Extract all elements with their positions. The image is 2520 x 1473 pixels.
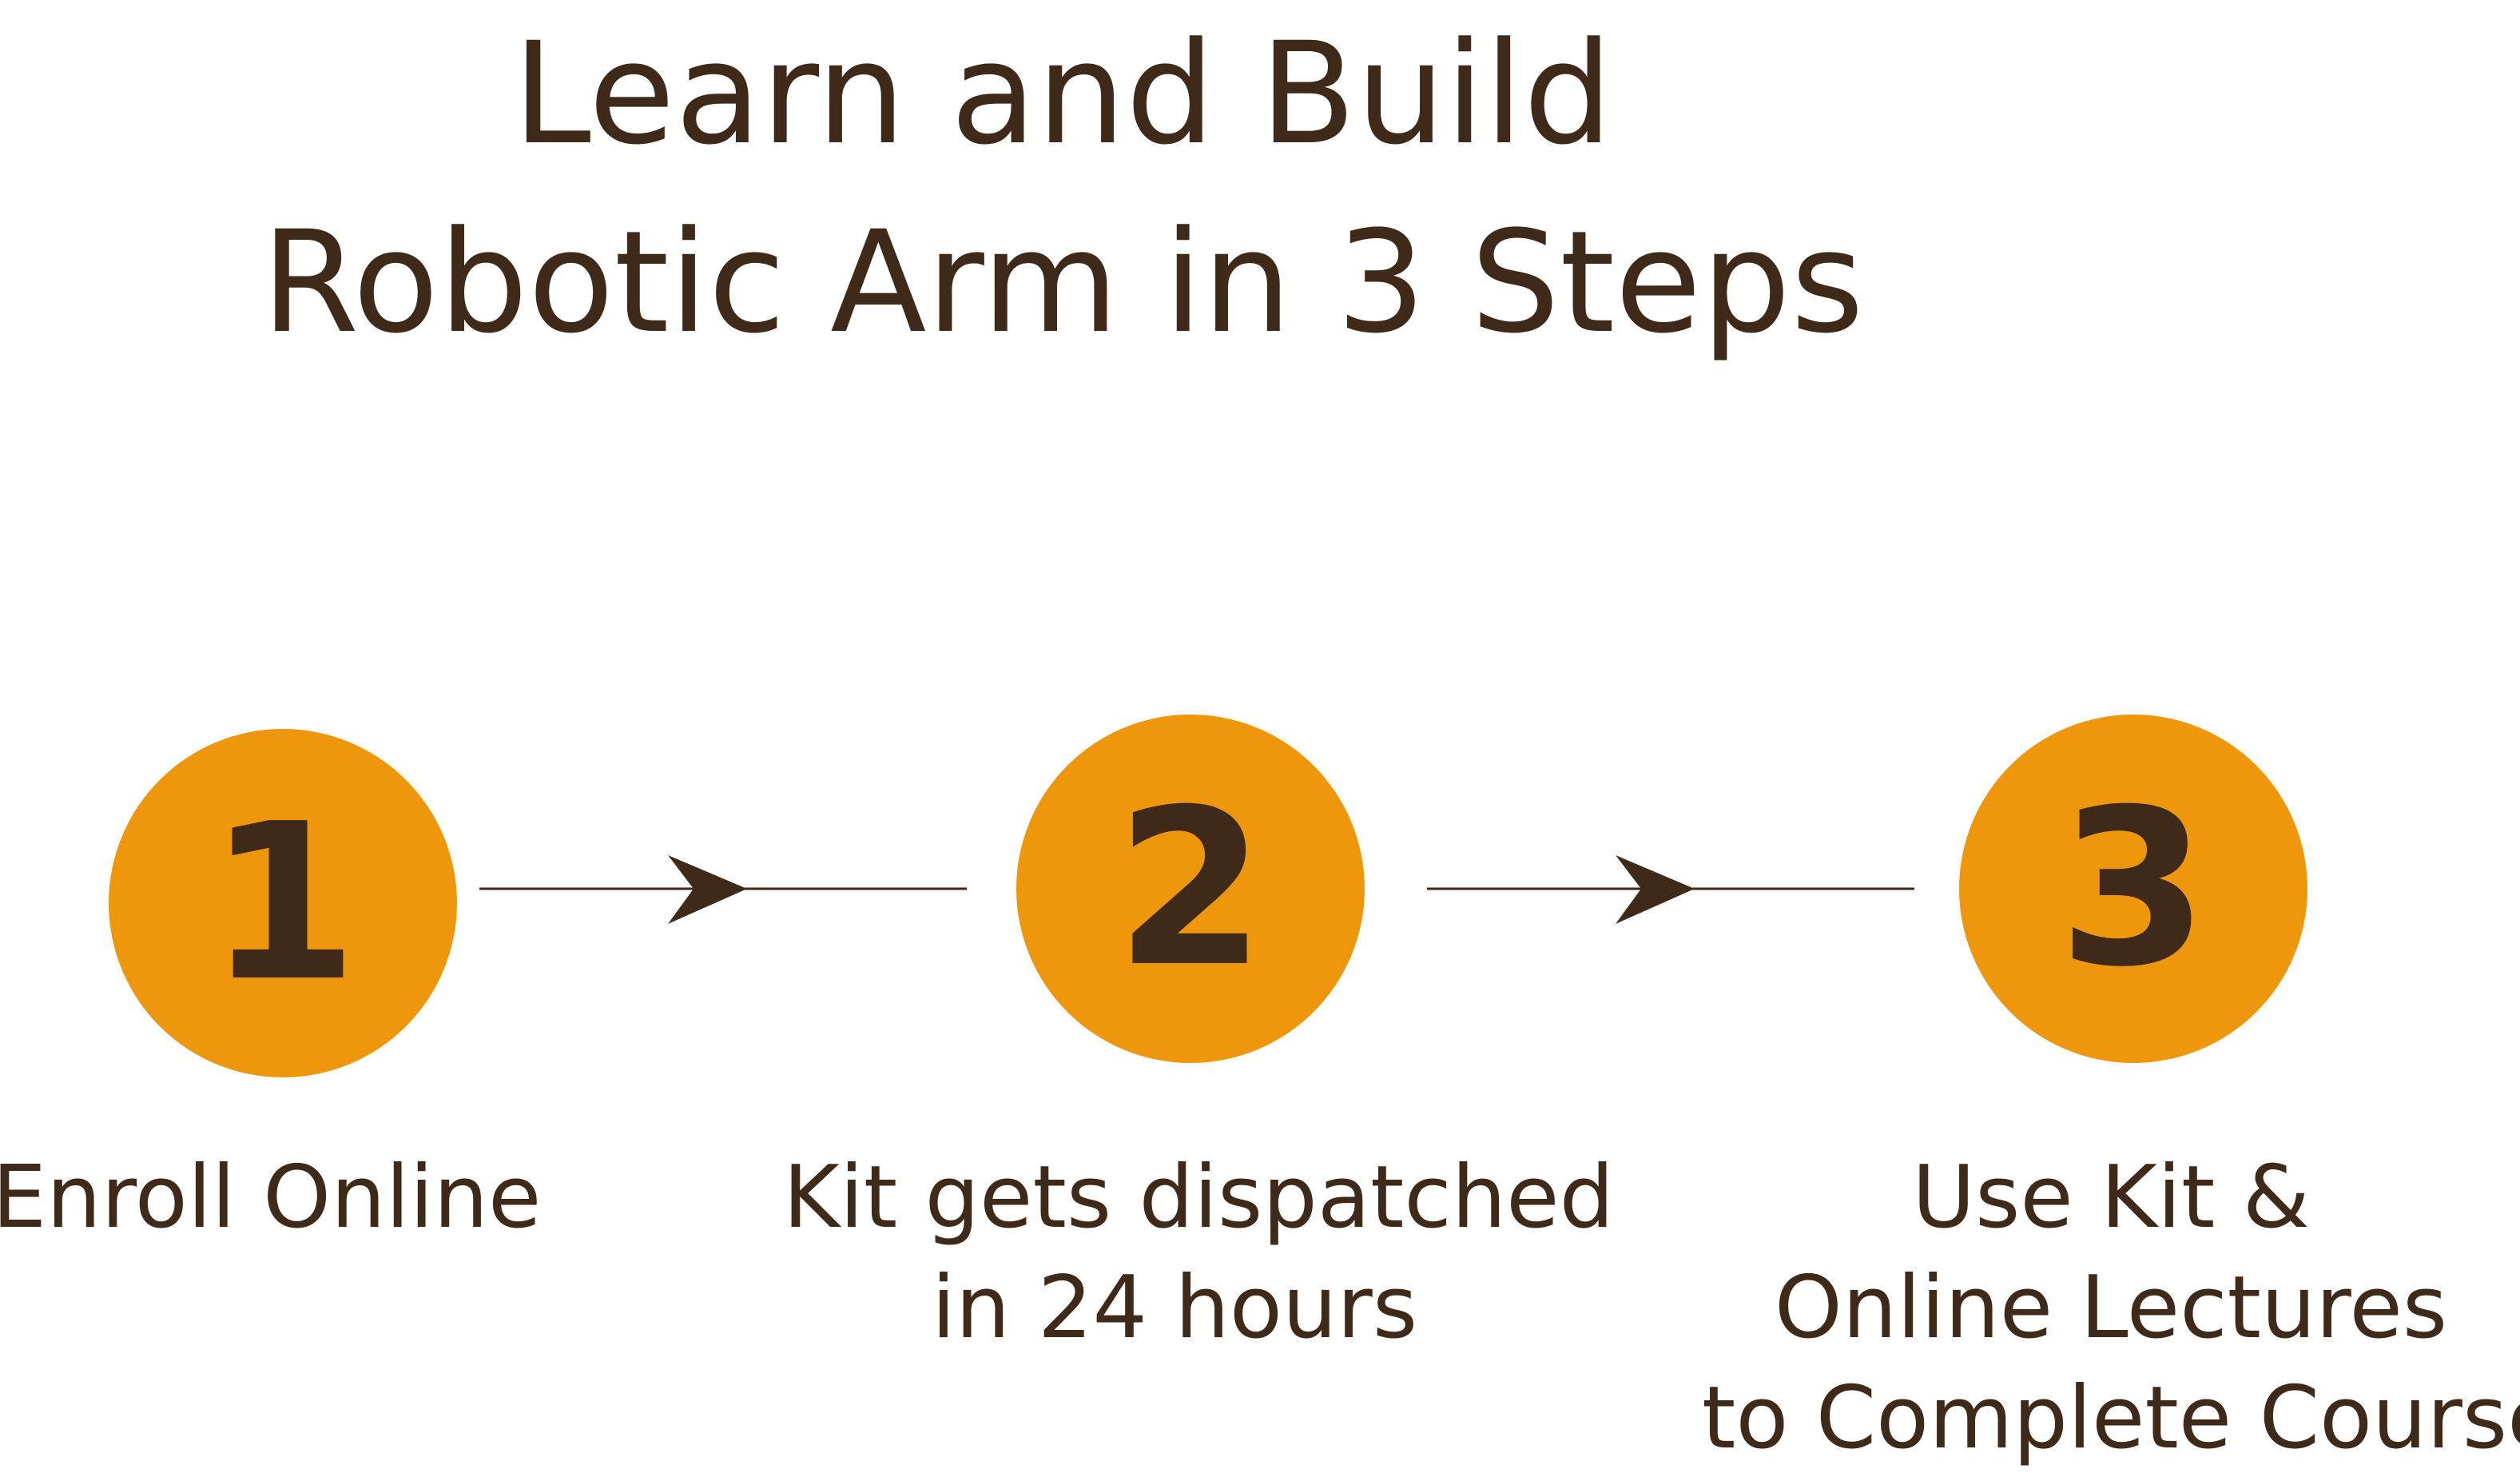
step-2-circle: 2: [1016, 715, 1365, 1063]
step-1-label-line: Enroll Online: [0, 1148, 542, 1248]
title-line-2: Robotic Arm in 3 Steps: [261, 201, 1864, 364]
step-2-label-line-2: in 24 hours: [931, 1258, 1418, 1358]
step-2-label-line-1: Kit gets dispatched: [783, 1148, 1615, 1248]
step-1-circle: 1: [109, 729, 457, 1077]
step-3-label: Use Kit & Online Lectures to Complete Co…: [1702, 1143, 2520, 1473]
step-3-label-line-3: to Complete Course: [1702, 1368, 2520, 1468]
step-2-number: 2: [1115, 762, 1266, 1014]
step-3-label-line-1: Use Kit &: [1912, 1148, 2310, 1248]
step-3-circle: 3: [1959, 715, 2307, 1063]
step-1-label: Enroll Online: [0, 1143, 542, 1253]
step-3-label-line-2: Online Lectures: [1774, 1258, 2448, 1358]
arrow-step-1-to-2: [479, 855, 967, 924]
step-2-label: Kit gets dispatched in 24 hours: [783, 1143, 1615, 1364]
diagram-title: Learn and Build Robotic Arm in 3 Steps: [0, 0, 2125, 377]
arrow-step-2-to-3: [1427, 855, 1914, 924]
step-1-number: 1: [208, 777, 358, 1029]
title-line-1: Learn and Build: [512, 12, 1613, 176]
step-3-number: 3: [2058, 762, 2208, 1014]
